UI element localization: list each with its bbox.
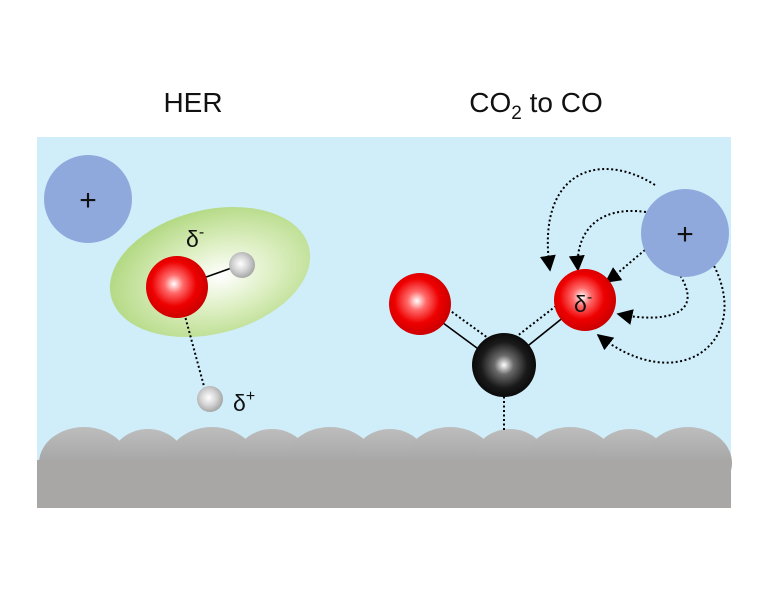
field-line xyxy=(596,261,726,364)
water-hydrogen-atom xyxy=(229,252,255,278)
co-bond-right-dotted xyxy=(493,291,575,355)
co2-carbon-atom xyxy=(472,333,536,397)
delta-plus-her: δ+ xyxy=(233,388,255,416)
field-line xyxy=(604,249,646,283)
title-co2-prefix: CO xyxy=(469,87,511,118)
cation-right-sign: + xyxy=(676,218,694,251)
delta-minus-co2: δ- xyxy=(574,289,592,317)
field-line xyxy=(616,271,689,325)
electrode-substrate xyxy=(37,460,731,508)
field-lines xyxy=(539,168,726,364)
hydrogen-bond-dotted xyxy=(181,304,206,391)
title-co2-subscript: 2 xyxy=(511,103,522,124)
minus-superscript: - xyxy=(587,289,592,306)
delta-symbol: δ xyxy=(574,291,587,317)
title-her: HER xyxy=(163,87,222,118)
field-line xyxy=(568,210,647,272)
title-co2-to-co: CO2 to CO xyxy=(469,87,603,124)
cation-left xyxy=(44,155,132,243)
field-line xyxy=(539,168,656,272)
title-co2-suffix: to CO xyxy=(522,87,603,118)
co2-oxygen-atom-right xyxy=(554,269,616,331)
cation-left-sign: + xyxy=(79,184,97,217)
delta-minus-her: δ- xyxy=(186,224,204,252)
plus-superscript: + xyxy=(246,388,255,405)
delta-symbol: δ xyxy=(186,226,199,252)
adsorbed-hydrogen-atom xyxy=(197,386,223,412)
water-oxygen-atom xyxy=(146,256,208,318)
delta-symbol: δ xyxy=(233,390,246,416)
cation-right xyxy=(641,189,729,277)
co2-oxygen-atom-left xyxy=(389,273,451,335)
minus-superscript: - xyxy=(199,224,204,241)
